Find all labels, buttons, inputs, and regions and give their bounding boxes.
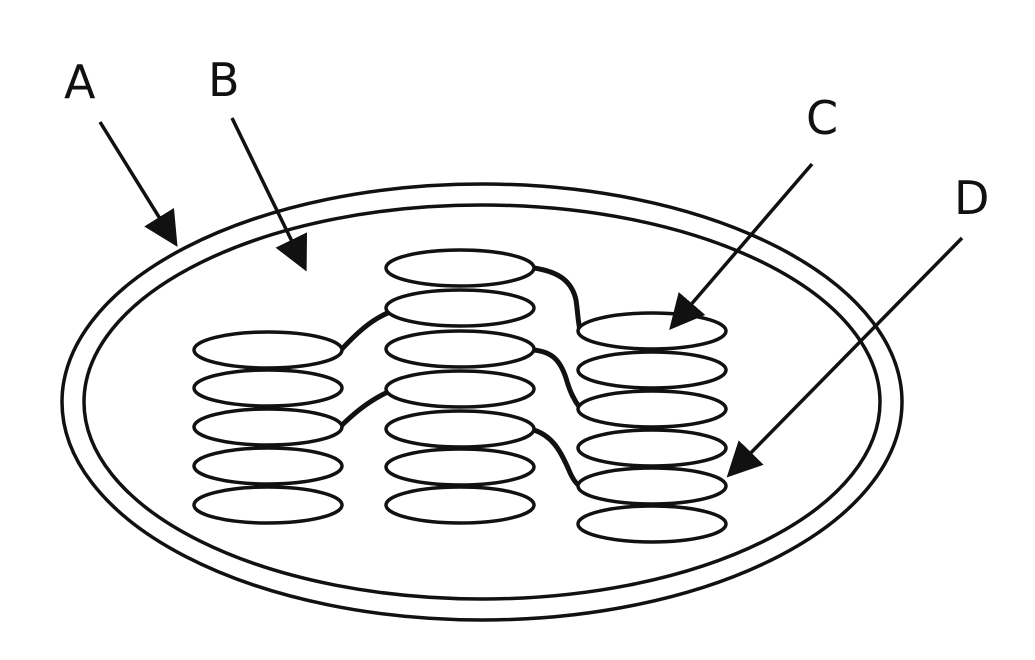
thylakoid [384, 485, 536, 525]
lamella-1 [337, 309, 393, 354]
thylakoid [384, 288, 536, 328]
lamella-3 [337, 389, 391, 430]
label-b: B [208, 53, 240, 107]
pointer-arrows [98, 117, 964, 478]
thylakoid [576, 311, 728, 351]
arrow-a [98, 121, 178, 247]
label-c: C [806, 91, 838, 145]
thylakoid [192, 485, 344, 525]
inner-membrane [82, 203, 882, 601]
label-a: A [64, 55, 96, 109]
arrow-b [230, 117, 308, 272]
thylakoid [576, 350, 728, 390]
thylakoid [192, 368, 344, 408]
thylakoid [192, 446, 344, 486]
lamella-5 [531, 427, 583, 489]
granum-right [576, 311, 728, 544]
thylakoid [384, 447, 536, 487]
thylakoid [384, 369, 536, 409]
arrow-d [726, 236, 964, 478]
lamella-2 [531, 265, 583, 333]
thylakoid [576, 389, 728, 429]
thylakoid [576, 466, 728, 506]
lamella-4 [531, 347, 583, 411]
label-d: D [954, 171, 989, 225]
thylakoid [384, 329, 536, 369]
thylakoid [576, 428, 728, 468]
granum-middle [384, 248, 536, 525]
outer-membrane [60, 182, 904, 622]
thylakoid [576, 504, 728, 544]
arrow-c [669, 162, 814, 330]
granum-left [192, 330, 344, 525]
thylakoid [192, 407, 344, 447]
thylakoid [384, 409, 536, 449]
stroma-lamellae [337, 265, 583, 489]
thylakoid [192, 330, 344, 370]
thylakoid [384, 248, 536, 288]
